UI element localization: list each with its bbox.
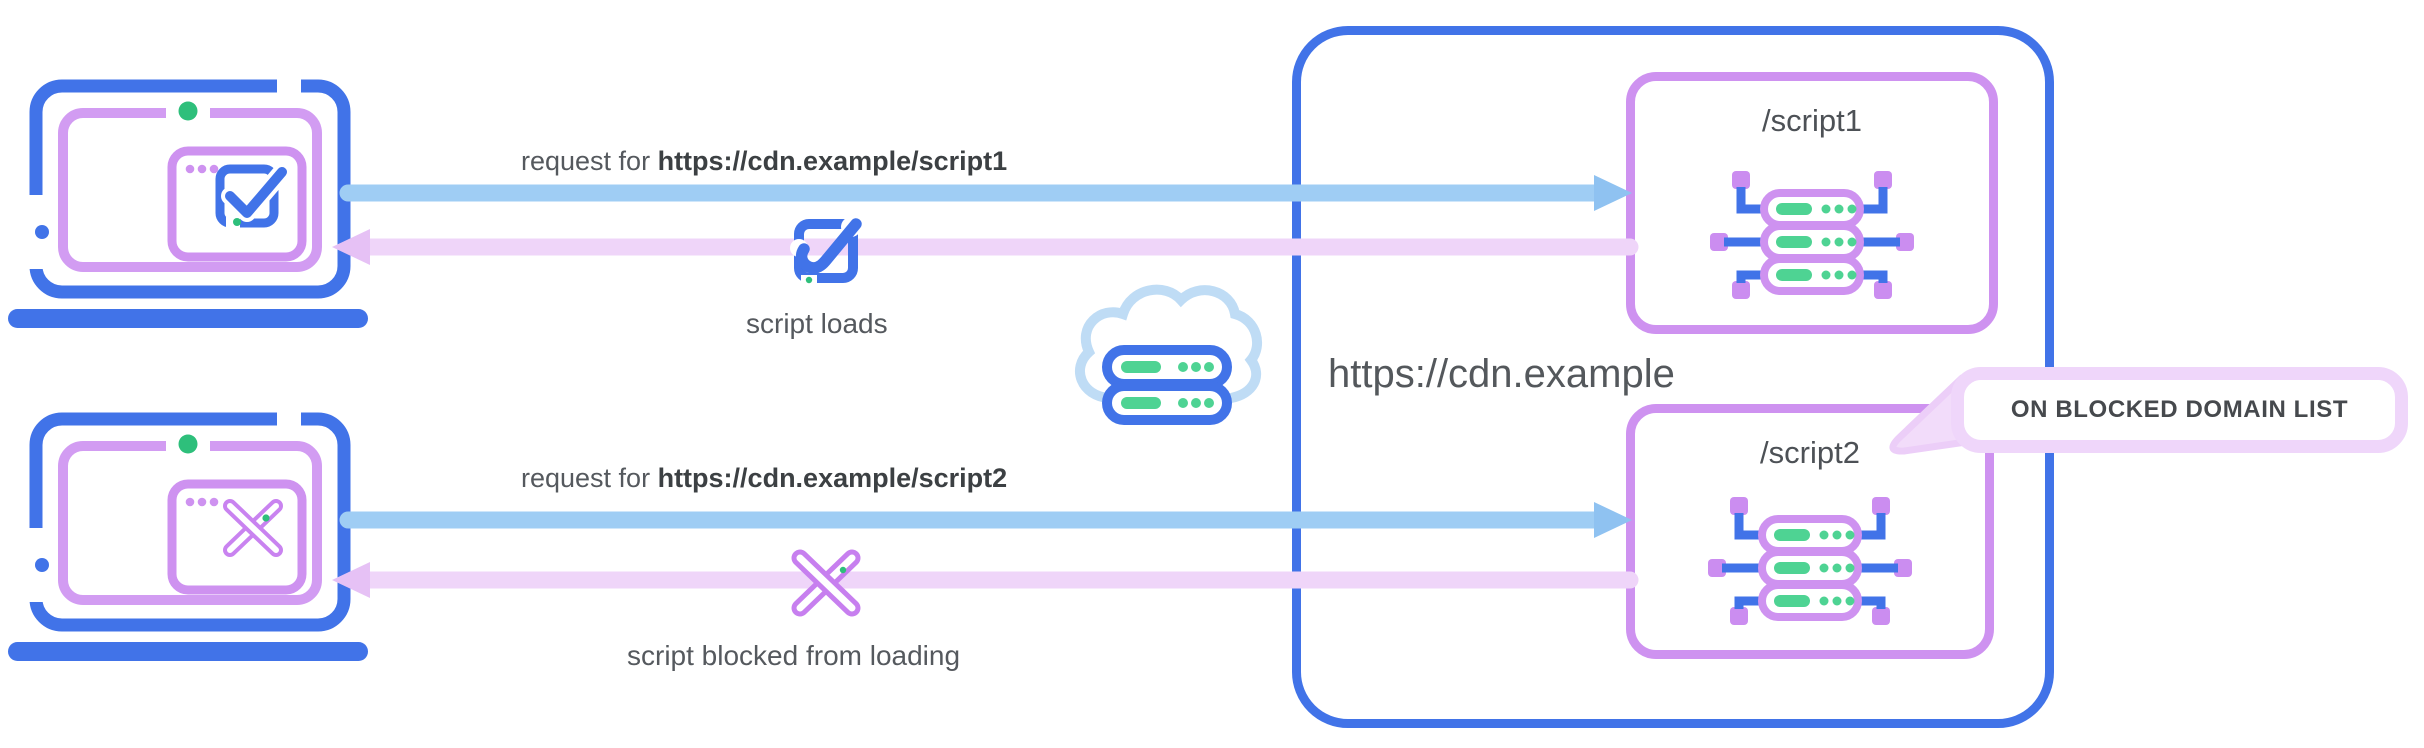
response-label-script2: script blocked from loading	[627, 640, 961, 671]
status-dot	[178, 434, 198, 454]
blocked-domain-tooltip: ON BLOCKED DOMAIN LIST	[1951, 367, 2408, 453]
request-arrow-script2	[339, 502, 1632, 538]
check-square-icon	[790, 217, 862, 285]
cdn-domain-label: https://cdn.example	[1328, 352, 1675, 396]
status-dot	[178, 101, 198, 121]
server-stack-icon	[1102, 345, 1232, 425]
laptop-with-check-icon	[8, 75, 368, 328]
response-label-script1: script loads	[746, 308, 888, 339]
request-prefix: request for	[521, 463, 658, 493]
endpoint-card-script2: /script2	[1626, 404, 1994, 659]
request-prefix: request for	[521, 146, 658, 176]
request-label-script2: request for https://cdn.example/script2	[521, 463, 1007, 494]
endpoint-card-script1: /script1	[1626, 72, 1998, 334]
server-node-icon	[1708, 497, 1912, 625]
cloud-server-icon	[1075, 284, 1263, 425]
request-url: https://cdn.example/script1	[657, 146, 1008, 176]
cross-icon	[223, 499, 283, 557]
server-node-icon	[1710, 171, 1914, 299]
cloud-icon	[1075, 284, 1263, 403]
cross-blocked-icon	[791, 549, 861, 617]
request-arrow-script1	[339, 175, 1632, 211]
tooltip-text: ON BLOCKED DOMAIN LIST	[2010, 396, 2349, 423]
check-icon	[215, 163, 291, 228]
request-url: https://cdn.example/script2	[657, 463, 1008, 493]
request-label-script1: request for https://cdn.example/script1	[521, 146, 1007, 177]
endpoint-label-script2: /script2	[1760, 435, 1860, 470]
speech-bubble-tail	[1889, 374, 1970, 455]
response-arrow-script2	[332, 562, 1639, 598]
response-arrow-script1	[332, 229, 1639, 265]
endpoint-label-script1: /script1	[1762, 103, 1862, 138]
